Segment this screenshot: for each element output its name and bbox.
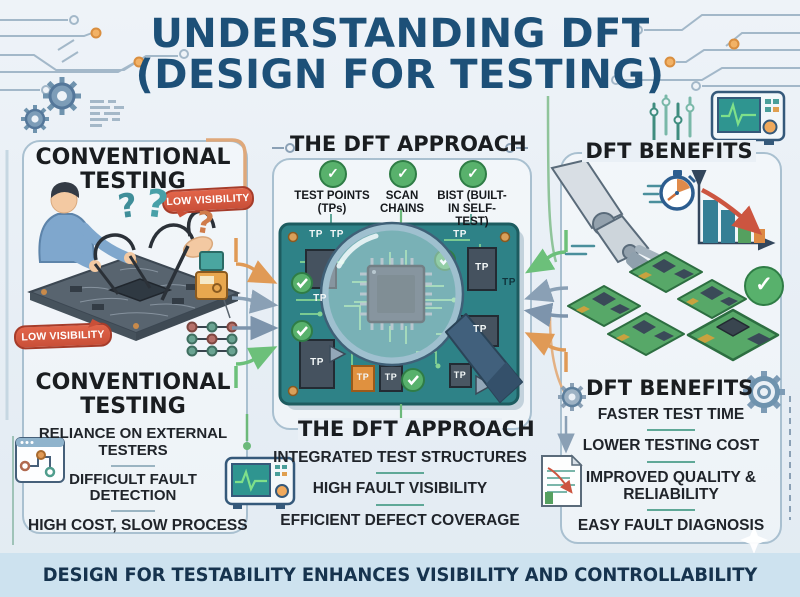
feature-label-scan-chains: SCAN CHAINS xyxy=(379,190,425,216)
feature-label-bist: BIST (BUILT-IN SELF-TEST) xyxy=(437,190,507,229)
tp-label: TP xyxy=(384,372,398,382)
tp-label: TP xyxy=(310,357,324,368)
gear-icon xyxy=(21,77,81,133)
list-item: FASTER TEST TIME xyxy=(597,406,745,423)
oscilloscope-icon xyxy=(710,90,786,145)
list-item: DIFFICULT FAULT DETECTION xyxy=(69,470,197,505)
list-item: IMPROVED QUALITY & RELIABILITY xyxy=(585,468,757,504)
oscilloscope-icon xyxy=(224,414,296,509)
tp-label: TP xyxy=(309,229,323,240)
flow-arrows-left xyxy=(231,238,279,388)
divider xyxy=(647,460,695,463)
title-line-2: (DESIGN FOR TESTING) xyxy=(135,51,665,98)
bottom-banner: DESIGN FOR TESTABILITY ENHANCES VISIBILI… xyxy=(0,553,800,597)
tester-device xyxy=(199,251,224,271)
stopwatch-icon xyxy=(642,170,697,211)
list-item: EFFICIENT DEFECT COVERAGE xyxy=(280,511,520,529)
green-chip-boards xyxy=(567,251,780,362)
right-bullet-list: FASTER TEST TIME LOWER TESTING COST IMPR… xyxy=(576,406,766,535)
code-lines-decor xyxy=(90,100,124,127)
divider xyxy=(647,429,695,432)
divider xyxy=(111,510,155,513)
robot-arm xyxy=(550,158,664,280)
dft-circuit-board xyxy=(278,210,524,434)
right-heading-top: DFT BENEFITS xyxy=(582,140,756,162)
list-item: EASY FAULT DIAGNOSIS xyxy=(577,517,765,535)
sparkle-icon xyxy=(740,526,768,554)
tp-label: TP xyxy=(453,229,467,240)
flowchart-icon xyxy=(15,437,65,483)
sliders-icon xyxy=(649,94,695,144)
tp-label: TP xyxy=(473,324,487,335)
check-icon: ✓ xyxy=(744,266,784,306)
tp-label: TP xyxy=(502,277,516,288)
divider xyxy=(376,503,424,506)
check-icon: ✓ xyxy=(459,160,487,188)
left-heading-bottom: CONVENTIONAL TESTING xyxy=(35,370,231,419)
list-item: INTEGRATED TEST STRUCTURES xyxy=(273,449,527,466)
circuit-traces-top-right xyxy=(611,14,800,91)
bar-chart-icon xyxy=(691,170,776,251)
orange-corner-accent xyxy=(206,138,247,210)
feature-label-test-points: TEST POINTS (TPs) xyxy=(294,190,370,216)
divider xyxy=(376,472,424,475)
tp-label: TP xyxy=(475,262,489,273)
gear-icon xyxy=(558,383,586,411)
tp-label: TP xyxy=(356,372,370,382)
document-icon xyxy=(541,454,583,507)
central-chip xyxy=(360,258,432,330)
left-heading-top: CONVENTIONAL TESTING xyxy=(35,145,231,194)
heading-connectors xyxy=(272,143,528,153)
list-item: LOWER TESTING COST xyxy=(582,437,760,455)
low-visibility-callout: LOW VISIBILITY xyxy=(13,322,113,350)
green-connector xyxy=(546,95,558,263)
list-item: HIGH COST, SLOW PROCESS xyxy=(28,517,248,535)
conventional-testing-illustration xyxy=(27,182,241,357)
page-title: UNDERSTANDING DFT (DESIGN FOR TESTING) xyxy=(0,14,800,96)
check-icon: ✓ xyxy=(389,160,417,188)
list-item: RELIANCE ON EXTERNAL TESTERS xyxy=(38,425,228,459)
tp-label: TP xyxy=(330,229,344,240)
right-heading-bottom: DFT BENEFITS xyxy=(586,376,754,400)
magnifier-icon xyxy=(319,221,523,403)
dot-matrix xyxy=(186,321,238,357)
check-icon: ✓ xyxy=(319,160,347,188)
tp-label: TP xyxy=(453,370,467,380)
flow-arrows-right xyxy=(523,230,569,372)
banner-text: DESIGN FOR TESTABILITY ENHANCES VISIBILI… xyxy=(42,564,758,586)
circuit-traces-top-left xyxy=(0,15,189,95)
list-item: HIGH FAULT VISIBILITY xyxy=(312,480,488,498)
title-line-1: UNDERSTANDING DFT xyxy=(150,11,650,57)
middle-bullet-list: INTEGRATED TEST STRUCTURES HIGH FAULT VI… xyxy=(272,449,528,529)
tp-label: TP xyxy=(313,293,327,304)
gear-icon xyxy=(743,371,785,413)
divider xyxy=(647,509,695,512)
middle-heading-bottom: THE DFT APPROACH xyxy=(298,417,535,441)
divider xyxy=(111,464,155,467)
left-bullet-list: RELIANCE ON EXTERNAL TESTERS DIFFICULT F… xyxy=(28,425,248,535)
middle-heading-top: THE DFT APPROACH xyxy=(290,132,527,156)
